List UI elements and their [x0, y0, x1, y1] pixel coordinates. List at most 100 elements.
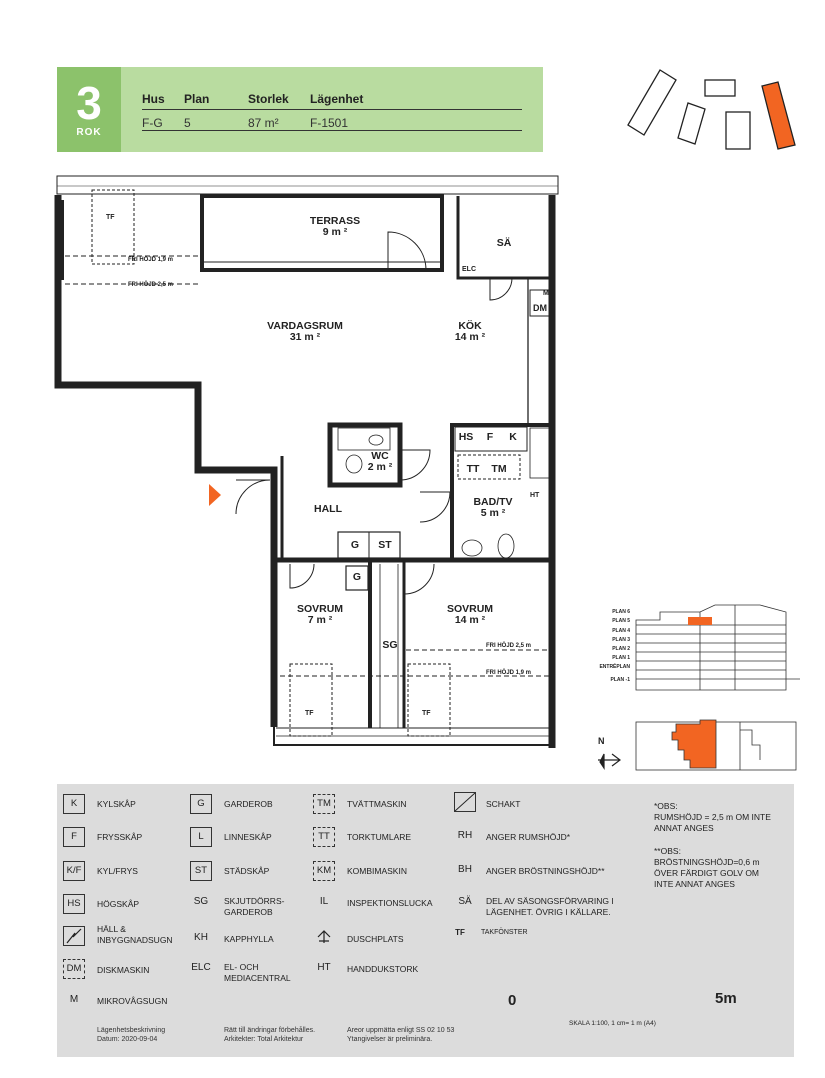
val-hus: F-G: [142, 116, 163, 130]
f-label: F: [486, 431, 494, 443]
foot2-line-b: Arkitekter: Total Arkitektur: [224, 1036, 304, 1043]
legend-st-label: STÄDSKÅP: [224, 866, 270, 876]
vardagsrum-area: 31 m ²: [289, 331, 321, 343]
level-plan-2: PLAN 2: [612, 646, 630, 652]
legend-hs-label: HÖGSKÅP: [97, 899, 140, 909]
foot1-line-b: Datum: 2020-09-04: [97, 1036, 158, 1043]
north-arrow: [598, 753, 621, 770]
legend-tm-box: TM: [313, 794, 335, 814]
legend-elc-sym: ELC: [191, 962, 211, 973]
hs-label: HS: [458, 431, 474, 443]
kok-area: 14 m ²: [454, 331, 486, 343]
footer-col-2: Rätt till ändringar förbehålles. Arkitek…: [224, 1026, 315, 1044]
legend-k-box: K: [63, 794, 85, 814]
foot1-line-a: Lägenhetsbeskrivning: [97, 1027, 166, 1034]
legend-sg-sym: SG: [193, 896, 209, 907]
legend-tm-label: TVÄTTMASKIN: [347, 799, 407, 809]
entrance-arrow: [209, 484, 221, 506]
walls: [54, 175, 559, 748]
room-sa: SÄ: [496, 237, 512, 249]
key-plan-mini: [635, 719, 797, 771]
g-bedroom-label: G: [352, 571, 362, 583]
legend-ht-label: HANDDUKSTORK: [347, 964, 419, 974]
legend-rh-label: ANGER RUMSHÖJD*: [486, 832, 571, 842]
val-plan: 5: [184, 116, 191, 130]
col-lagenhet: Lägenhet: [310, 92, 364, 106]
legend-tf-sym: TF: [455, 928, 465, 937]
legend-kf-box: K/F: [63, 861, 85, 881]
header-divider: [142, 109, 522, 110]
legend-km-label: KOMBIMASKIN: [347, 866, 407, 876]
level-plan-5: PLAN 5: [612, 618, 630, 624]
sovrum2-area: 14 m ²: [454, 614, 486, 626]
legend-kh-label: KAPPHYLLA: [224, 934, 274, 944]
legend-il-sym: IL: [319, 896, 329, 907]
obs2-title: **OBS:: [654, 846, 681, 856]
wc-area: 2 m ²: [367, 461, 393, 473]
scale-caption: SKALA 1:100, 1 cm= 1 m (A4): [569, 1020, 656, 1027]
legend-schakt-label: SCHAKT: [486, 799, 521, 809]
key-building-current: [761, 81, 796, 150]
terrass-area: 9 m ²: [322, 226, 348, 238]
key-building-3: [677, 102, 706, 145]
legend-tt-label: TORKTUMLARE: [347, 832, 412, 842]
legend-k-label: KYLSKÅP: [97, 799, 136, 809]
tf-bedroom-2: TF: [422, 710, 431, 717]
legend-f-box: F: [63, 827, 85, 847]
legend-st-box: ST: [190, 861, 212, 881]
sg-label: SG: [382, 639, 398, 651]
footer-col-1: Lägenhetsbeskrivning Datum: 2020-09-04: [97, 1026, 165, 1044]
legend-elc-label: EL- OCH MEDIACENTRAL: [224, 962, 291, 983]
legend-g-label: GARDEROB: [224, 799, 273, 809]
legend-sg-label: SKJUTDÖRRS-GARDEROB: [224, 896, 285, 917]
key-building-4: [725, 111, 751, 150]
level-plan-minus-1: PLAN -1: [610, 677, 630, 683]
wc-name: WC: [371, 450, 389, 462]
bad-area: 5 m ²: [480, 507, 506, 519]
obs2-text: BRÖSTNINGSHÖJD=0,6 m ÖVER FÄRDIGT GOLV O…: [654, 857, 760, 889]
room-bad: BAD/TV 5 m ²: [456, 497, 530, 519]
building-section: [635, 604, 800, 691]
room-vardagsrum: VARDAGSRUM 31 m ²: [255, 321, 355, 343]
col-storlek: Storlek: [248, 92, 289, 106]
key-building-1: [627, 69, 677, 136]
level-plan-3: PLAN 3: [612, 637, 630, 643]
legend-hall-label: HÄLL & INBYGGNADSUGN: [97, 924, 173, 945]
tf-bedroom-1: TF: [305, 710, 314, 717]
shower-icon: [313, 930, 335, 947]
room-terrass: TERRASS 9 m ²: [300, 216, 370, 238]
room-hall: HALL: [314, 503, 342, 515]
val-storlek: 87 m²: [248, 116, 279, 130]
foot3-line-a: Areor uppmätta enligt SS 02 10 53: [347, 1027, 455, 1034]
room-kok: KÖK 14 m ²: [440, 321, 500, 343]
legend-bh-label: ANGER BRÖSTNINGSHÖJD**: [486, 866, 605, 876]
legend-km-box: KM: [313, 861, 335, 881]
legend-il-label: INSPEKTIONSLUCKA: [347, 898, 433, 908]
lightning-icon: [63, 926, 85, 946]
legend-tt-box: TT: [313, 827, 335, 847]
col-hus: Hus: [142, 92, 165, 106]
legend-bh-sym: BH: [458, 864, 472, 875]
terrass-name: TERRASS: [309, 215, 361, 227]
level-plan-4: PLAN 4: [612, 628, 630, 634]
legend-m-label: MIKROVÅGSUGN: [97, 996, 168, 1006]
obs1-title: *OBS:: [654, 801, 678, 811]
scale-start: 0: [508, 992, 517, 1009]
dm-label: DM: [533, 303, 547, 313]
legend-kf-label: KYL/FRYS: [97, 866, 138, 876]
bad-name: BAD/TV: [473, 496, 513, 508]
m-label: M: [543, 290, 549, 297]
legend-sa-label: DEL AV SÄSONGSFÖRVARING I LÄGENHET. ÖVRI…: [486, 896, 614, 917]
rooms-number: 3: [76, 77, 102, 129]
legend-hs-box: HS: [63, 894, 85, 914]
room-wc: WC 2 m ²: [360, 451, 400, 473]
legend-sa-sym: SÄ: [458, 896, 472, 907]
st-label: ST: [378, 539, 392, 551]
room-sovrum-2: SOVRUM 14 m ²: [440, 604, 500, 626]
legend-l-box: L: [190, 827, 212, 847]
fri-hojd-1-9: FRI HÖJD 1,9 m: [128, 257, 174, 263]
vardagsrum-name: VARDAGSRUM: [267, 320, 343, 332]
foot2-line-a: Rätt till ändringar förbehålles.: [224, 1027, 316, 1034]
legend-g-box: G: [190, 794, 212, 814]
